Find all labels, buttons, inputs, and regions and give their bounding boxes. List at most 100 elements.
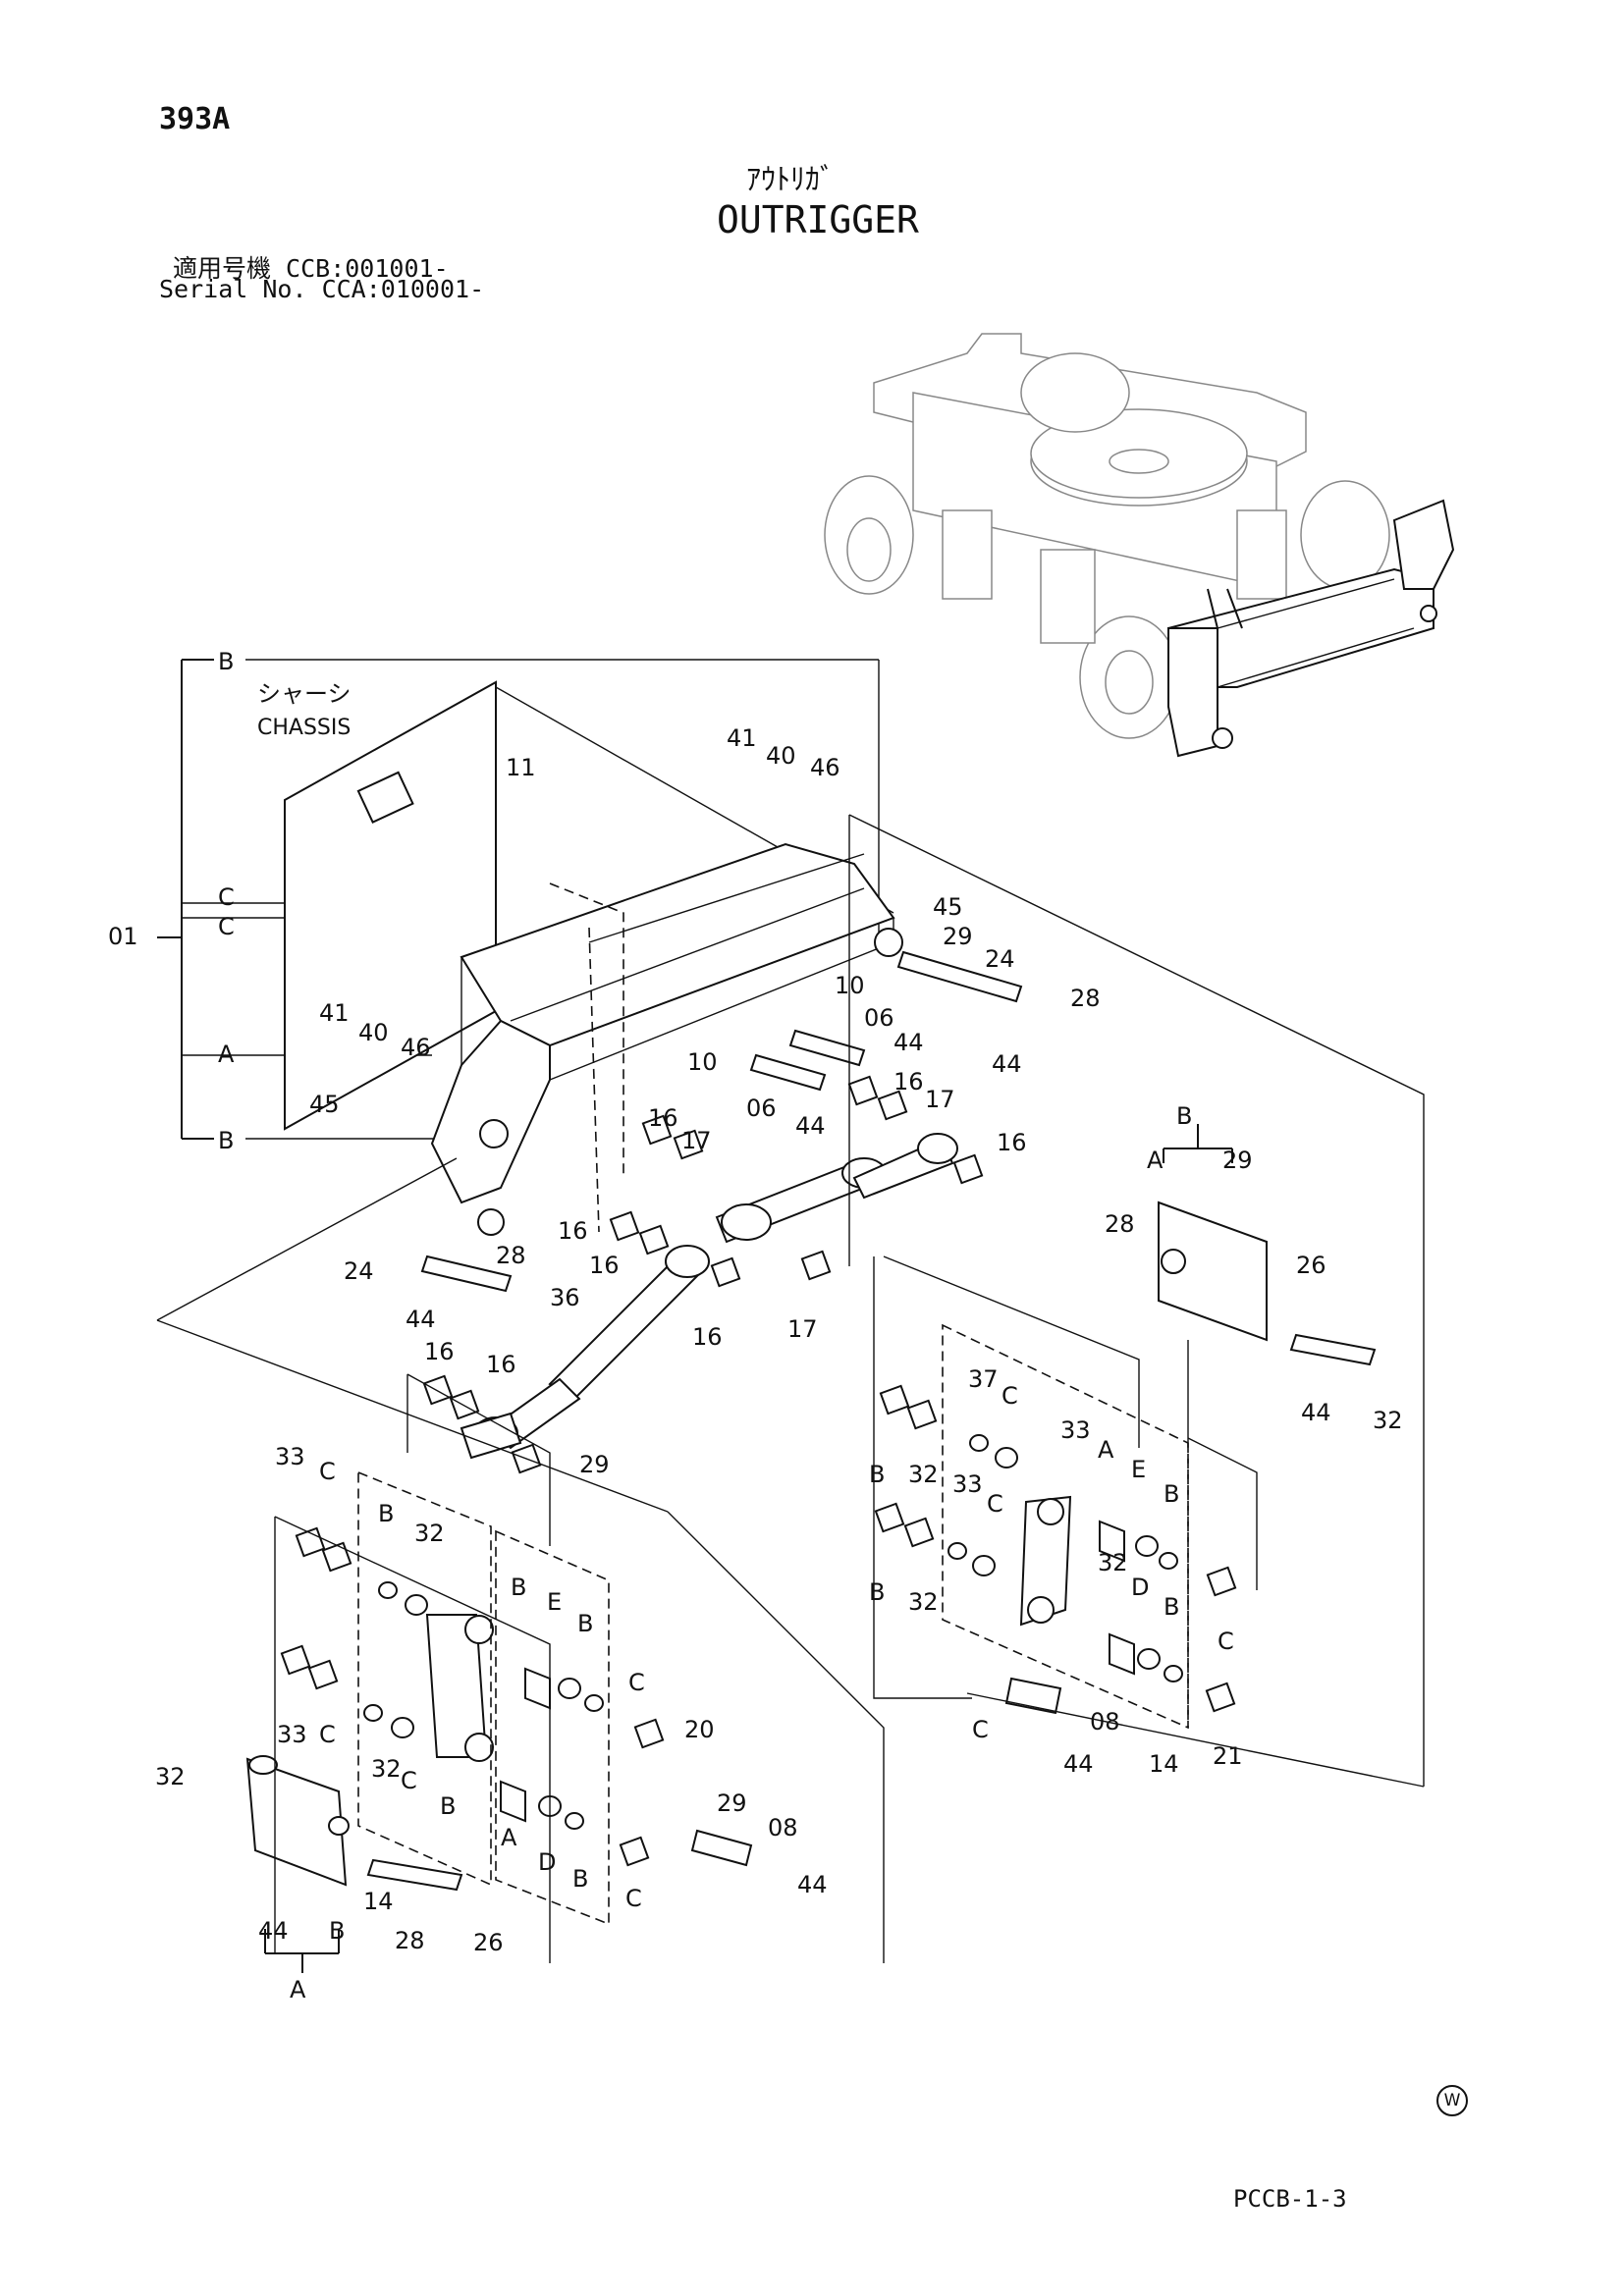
part-callout: 08 bbox=[1090, 1708, 1120, 1735]
part-callout: C bbox=[1218, 1628, 1234, 1655]
chassis-label-jp: シャーシ bbox=[257, 680, 352, 708]
part-callout: E bbox=[1131, 1456, 1146, 1483]
part-callout: 32 bbox=[908, 1461, 939, 1488]
part-callout: 24 bbox=[344, 1257, 374, 1285]
part-callout: 16 bbox=[589, 1252, 620, 1279]
part-callout: C bbox=[319, 1721, 336, 1748]
part-callout: 44 bbox=[797, 1871, 828, 1898]
part-callout: 29 bbox=[717, 1789, 747, 1817]
part-callout: 10 bbox=[687, 1048, 718, 1076]
part-callout: 33 bbox=[275, 1443, 305, 1470]
part-callout: C bbox=[218, 913, 235, 940]
part-callout: 46 bbox=[401, 1034, 431, 1061]
applicable-serial-en: Serial No. CCA:010001- bbox=[159, 275, 485, 303]
part-callout: 29 bbox=[1222, 1147, 1253, 1174]
part-callout: C bbox=[987, 1490, 1003, 1518]
part-callout: 10 bbox=[835, 972, 865, 999]
part-callout: 32 bbox=[414, 1520, 445, 1547]
part-callout: C bbox=[972, 1716, 989, 1743]
part-callout: 37 bbox=[968, 1365, 999, 1393]
part-callout: 46 bbox=[810, 754, 840, 781]
part-callout: B bbox=[1176, 1102, 1192, 1130]
part-callout: 33 bbox=[1060, 1416, 1091, 1444]
part-callout: 44 bbox=[1063, 1750, 1094, 1778]
part-callout: 44 bbox=[893, 1029, 924, 1056]
part-callout: 41 bbox=[727, 724, 757, 752]
page-number: 393A bbox=[159, 102, 231, 136]
part-callout: 28 bbox=[395, 1927, 425, 1954]
part-callout: 06 bbox=[864, 1004, 894, 1032]
part-callout: B bbox=[218, 1127, 234, 1154]
part-callout: 16 bbox=[648, 1104, 678, 1132]
part-callout: 16 bbox=[692, 1323, 723, 1351]
part-callout: B bbox=[511, 1574, 526, 1601]
part-callout: 17 bbox=[681, 1127, 712, 1154]
part-callout: 20 bbox=[684, 1716, 715, 1743]
part-callout: 16 bbox=[486, 1351, 516, 1378]
part-callout: 29 bbox=[579, 1451, 610, 1478]
part-callout: A bbox=[1098, 1436, 1114, 1464]
part-callout: 16 bbox=[558, 1217, 588, 1245]
part-callout: 33 bbox=[277, 1721, 307, 1748]
part-callout: 33 bbox=[952, 1470, 983, 1498]
part-callout: A bbox=[218, 1041, 235, 1068]
part-callout: 21 bbox=[1213, 1742, 1243, 1770]
part-callout: D bbox=[538, 1848, 556, 1876]
part-callout: 16 bbox=[997, 1129, 1027, 1156]
part-callout: 32 bbox=[371, 1755, 402, 1783]
part-callout: B bbox=[440, 1792, 456, 1820]
part-callout: 26 bbox=[1296, 1252, 1326, 1279]
guide-lines bbox=[156, 814, 1425, 1963]
footer-code: PCCB-1-3 bbox=[1233, 2185, 1347, 2213]
part-callout: 32 bbox=[1373, 1407, 1403, 1434]
part-callout: B bbox=[1164, 1593, 1179, 1621]
title-japanese: ｱｳﾄﾘｶﾞ bbox=[746, 163, 835, 197]
part-callout: A bbox=[501, 1824, 517, 1851]
part-callout: C bbox=[625, 1885, 642, 1912]
part-callout: 44 bbox=[406, 1306, 436, 1333]
part-callout: 26 bbox=[473, 1929, 504, 1956]
part-callout: C bbox=[1001, 1382, 1018, 1410]
part-callout: 01 bbox=[108, 923, 138, 950]
part-callout: B bbox=[218, 648, 234, 675]
part-callout: 36 bbox=[550, 1284, 580, 1311]
pins bbox=[366, 950, 1377, 1892]
part-callout: B bbox=[869, 1578, 885, 1606]
part-callout: 24 bbox=[985, 945, 1015, 973]
part-callout: 14 bbox=[1149, 1750, 1179, 1778]
part-callout: 28 bbox=[1105, 1210, 1135, 1238]
part-callout: 14 bbox=[363, 1888, 394, 1915]
part-callout: B bbox=[378, 1500, 394, 1527]
part-callout: 06 bbox=[746, 1095, 777, 1122]
part-callout: C bbox=[401, 1767, 417, 1794]
part-callout: 40 bbox=[358, 1019, 389, 1046]
part-callout: B bbox=[577, 1610, 593, 1637]
float-assembly-left bbox=[245, 1614, 494, 1973]
chassis-plate bbox=[284, 680, 894, 1131]
part-callout: 11 bbox=[506, 754, 536, 781]
machine-inset-illustration bbox=[824, 333, 1455, 758]
part-callout: 32 bbox=[908, 1588, 939, 1616]
part-callout: 44 bbox=[992, 1050, 1022, 1078]
part-callout: 32 bbox=[1098, 1549, 1128, 1576]
part-callout: 16 bbox=[893, 1068, 924, 1095]
chassis-label-en: CHASSIS bbox=[257, 716, 351, 740]
outrigger-cylinder-upper bbox=[715, 1133, 958, 1244]
part-callout: A bbox=[290, 1976, 306, 2003]
part-callout: B bbox=[1164, 1480, 1179, 1508]
callout-labels: シャーシ CHASSIS 01 B C C A B 11 41 40 46 41… bbox=[108, 648, 1403, 2003]
w-mark-icon: W bbox=[1436, 2085, 1468, 2116]
part-callout: 45 bbox=[309, 1091, 340, 1118]
part-callout: 41 bbox=[319, 999, 350, 1027]
outrigger-cylinder-lower bbox=[460, 1245, 710, 1460]
part-callout: C bbox=[628, 1669, 645, 1696]
part-callout: 28 bbox=[496, 1242, 526, 1269]
part-callout: C bbox=[218, 883, 235, 911]
part-callout: 17 bbox=[925, 1086, 955, 1113]
part-callout: A bbox=[1147, 1147, 1164, 1174]
part-callout: 28 bbox=[1070, 985, 1101, 1012]
part-callout: 40 bbox=[766, 742, 796, 770]
applicable-serial-jp: 適用号機 CCB:001001- bbox=[173, 254, 449, 283]
part-callout: B bbox=[869, 1461, 885, 1488]
